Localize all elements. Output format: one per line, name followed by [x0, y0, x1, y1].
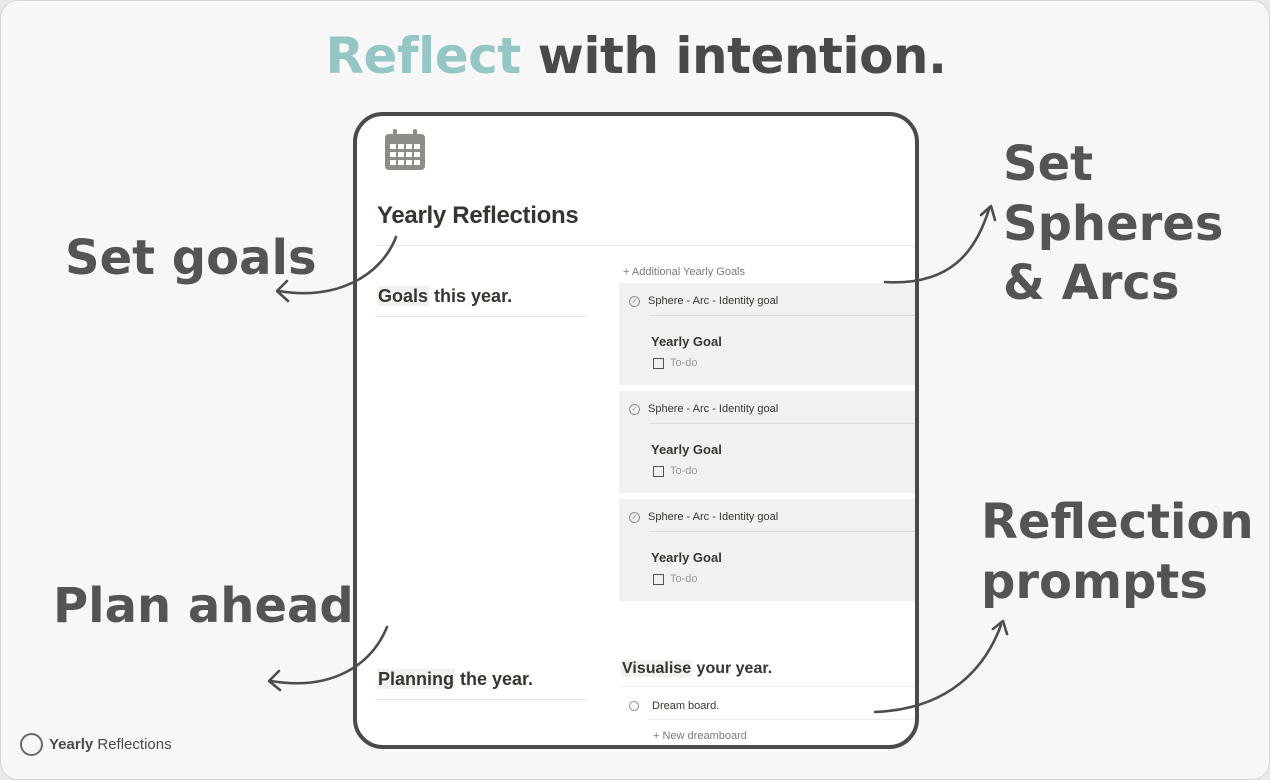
callout-spheres-line1: Set Spheres — [1003, 136, 1224, 252]
arrow-set-goals — [277, 235, 398, 295]
dream-board-item[interactable]: Dream board. — [629, 700, 719, 712]
brand-name: Yearly Reflections — [49, 736, 172, 753]
visualise-heading-highlight: Visualise — [621, 660, 693, 677]
callout-set-goals: Set goals — [65, 230, 317, 286]
planning-heading-rest: the year. — [455, 669, 534, 689]
add-yearly-goals-button[interactable]: + Additional Yearly Goals — [623, 266, 746, 278]
card-divider — [649, 531, 915, 532]
goal-card-title: Yearly Goal — [651, 334, 722, 349]
planning-divider — [375, 699, 587, 700]
arrow-plan-ahead — [269, 625, 389, 685]
checkbox-icon[interactable] — [653, 357, 664, 369]
notion-page-preview: Yearly Reflections Goals this year. + Ad… — [353, 112, 919, 749]
goal-card-title: Yearly Goal — [651, 442, 722, 457]
callout-set-spheres: Set Spheres & Arcs — [1003, 135, 1269, 314]
goal-card[interactable]: ✓ Sphere - Arc - Identity goal Yearly Go… — [619, 499, 915, 601]
arrowhead-reflection — [991, 619, 1009, 636]
brand-name-rest: Reflections — [93, 736, 172, 753]
checkbox-icon[interactable] — [653, 465, 664, 477]
goal-card-meta: ✓ Sphere - Arc - Identity goal — [629, 295, 778, 307]
headline: Reflect with intention. — [1, 27, 1269, 85]
todo-label: To-do — [670, 465, 698, 477]
goal-card-title: Yearly Goal — [651, 550, 722, 565]
arrowhead-set-goals — [275, 279, 290, 303]
arrow-spheres — [883, 207, 991, 284]
check-circle-icon: ✓ — [629, 511, 640, 523]
callout-reflect-line1: Reflection — [981, 494, 1254, 550]
todo-item[interactable]: To-do — [653, 573, 698, 585]
checkbox-icon[interactable] — [653, 573, 664, 585]
todo-label: To-do — [670, 573, 698, 585]
dream-divider — [649, 719, 915, 720]
card-divider — [649, 315, 915, 316]
goals-divider — [375, 316, 587, 317]
page-title: Yearly Reflections — [377, 202, 579, 229]
goals-heading-rest: this year. — [429, 286, 513, 306]
planning-section-heading: Planning the year. — [377, 669, 533, 690]
callout-reflection-prompts: Reflection prompts — [981, 493, 1254, 612]
callout-spheres-line2: & Arcs — [1003, 255, 1180, 312]
brand-name-bold: Yearly — [49, 736, 94, 753]
check-circle-icon: ✓ — [629, 403, 640, 415]
goals-section-heading: Goals this year. — [377, 286, 512, 307]
goal-card-meta: ✓ Sphere - Arc - Identity goal — [629, 511, 778, 523]
goal-card-meta-text: Sphere - Arc - Identity goal — [648, 295, 779, 307]
arrow-reflection — [873, 623, 1003, 714]
headline-accent: Reflect — [325, 27, 521, 85]
visualise-divider — [619, 686, 915, 687]
card-divider — [649, 423, 915, 424]
planning-heading-highlight: Planning — [377, 669, 455, 689]
visualise-section-heading: Visualise your year. — [621, 660, 772, 678]
goal-card-meta-text: Sphere - Arc - Identity goal — [648, 403, 779, 415]
todo-item[interactable]: To-do — [653, 357, 698, 369]
dream-board-label: Dream board. — [652, 700, 720, 712]
brand-footer: Yearly Reflections — [20, 733, 172, 756]
todo-item[interactable]: To-do — [653, 465, 698, 477]
brand-logo-icon — [20, 733, 43, 756]
arrowhead-plan-ahead — [267, 669, 282, 692]
visualise-heading-rest: your year. — [692, 660, 773, 677]
headline-rest: with intention. — [520, 27, 947, 85]
check-circle-icon: ✓ — [629, 295, 640, 307]
todo-label: To-do — [670, 357, 698, 369]
callout-reflect-line2: prompts — [981, 553, 1208, 610]
arrowhead-spheres — [979, 204, 997, 222]
goal-card[interactable]: ✓ Sphere - Arc - Identity goal Yearly Go… — [619, 283, 915, 385]
goal-card-meta-text: Sphere - Arc - Identity goal — [648, 511, 779, 523]
callout-plan-ahead: Plan ahead — [53, 578, 354, 634]
goals-heading-highlight: Goals — [377, 286, 430, 306]
circle-icon — [629, 701, 639, 711]
goal-card[interactable]: ✓ Sphere - Arc - Identity goal Yearly Go… — [619, 391, 915, 493]
new-dreamboard-button[interactable]: + New dreamboard — [653, 730, 747, 742]
calendar-icon — [385, 129, 425, 170]
goal-card-meta: ✓ Sphere - Arc - Identity goal — [629, 403, 778, 415]
title-divider — [377, 245, 915, 246]
